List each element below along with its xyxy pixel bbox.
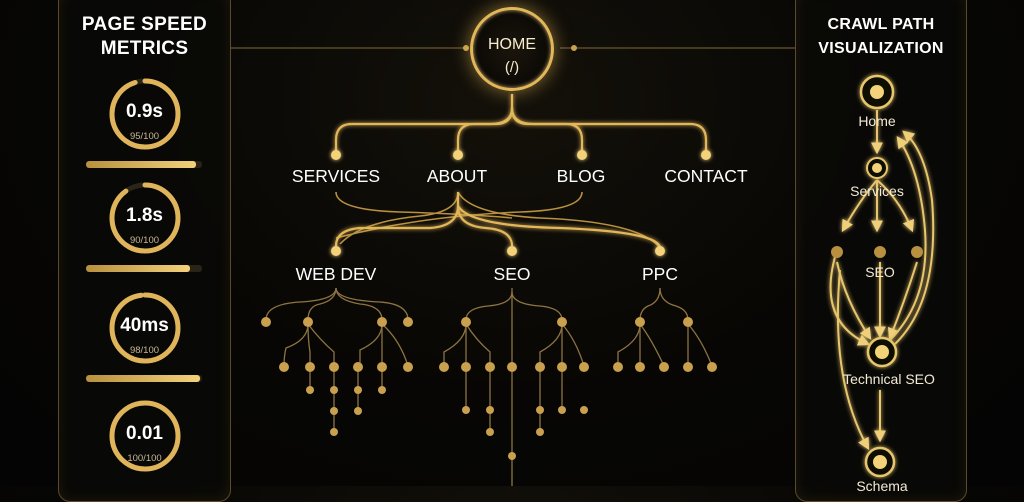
gauge-ring	[109, 400, 181, 472]
connector-dot	[463, 45, 469, 51]
node-about[interactable]: ABOUT	[426, 166, 488, 186]
home-node-label: HOME	[488, 36, 536, 53]
level1-dots	[331, 150, 711, 160]
metric-value: 0.01	[126, 423, 163, 444]
home-branches	[334, 94, 708, 154]
level2-dots	[331, 246, 665, 256]
metric-progress-bar	[86, 265, 202, 272]
node-contact[interactable]: CONTACT	[664, 166, 748, 186]
node-seo[interactable]: SEO	[493, 264, 531, 284]
metric-score: 98/100	[129, 345, 160, 356]
node-web-dev[interactable]: WEB DEV	[295, 264, 377, 284]
crawl-node-home[interactable]: Home	[858, 113, 896, 129]
gauge-ring	[109, 292, 181, 364]
crawl-path-title: CRAWL PATH VISUALIZATION	[818, 16, 944, 57]
ppc-subtree-dots	[613, 317, 717, 372]
crawl-node-dots	[831, 74, 923, 478]
crawl-node-technical-seo[interactable]: Technical SEO	[843, 371, 935, 387]
level2-branches	[334, 192, 662, 249]
gauge-ring	[109, 78, 181, 150]
node-ppc[interactable]: PPC	[642, 264, 678, 284]
site-tree-diagram	[230, 45, 795, 486]
connector-dot	[571, 45, 577, 51]
home-node-path: (/)	[504, 59, 520, 76]
ppc-subtree-lines	[617, 287, 713, 367]
crawl-arrows	[829, 110, 935, 451]
metric-value: 40ms	[120, 315, 169, 336]
gauge-ring	[109, 182, 181, 254]
metric-score: 95/100	[129, 131, 160, 142]
page-speed-panel: PAGE SPEED METRICS 0.9s 95/100 1.8s 90/1…	[58, 0, 231, 502]
cross-links	[335, 191, 661, 249]
metric-value: 1.8s	[126, 205, 163, 226]
seo-subtree-dots	[439, 317, 589, 460]
metric-progress-bar	[86, 161, 202, 168]
home-node[interactable]: HOME (/)	[470, 7, 554, 91]
web-dev-subtree-dots	[261, 317, 413, 436]
metric-score: 90/100	[129, 235, 160, 246]
metric-value: 0.9s	[126, 101, 163, 122]
crawl-node-seo[interactable]: SEO	[865, 264, 895, 280]
node-blog[interactable]: BLOG	[556, 166, 606, 186]
node-services[interactable]: SERVICES	[291, 166, 381, 186]
crawl-path-diagram	[829, 74, 935, 478]
metric-score: 100/100	[127, 453, 162, 464]
crawl-node-schema[interactable]: Schema	[856, 478, 908, 494]
crawl-node-services[interactable]: Services	[850, 183, 904, 199]
page-speed-title: PAGE SPEED METRICS	[81, 14, 208, 59]
metric-progress-bar	[86, 375, 202, 382]
